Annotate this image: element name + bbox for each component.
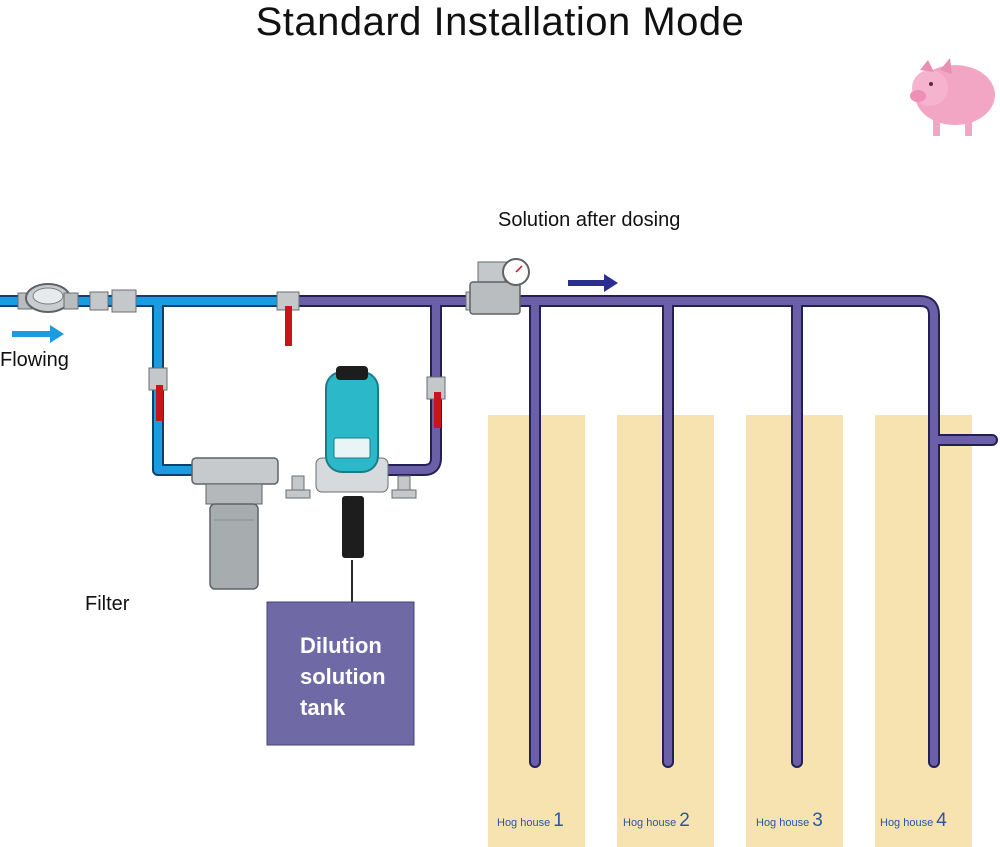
drain-valve-icon (285, 475, 417, 499)
dilution-tank (266, 601, 415, 746)
filter-label: Filter (85, 593, 130, 615)
valve-icon (426, 376, 446, 428)
dosing-pump-icon (315, 366, 389, 602)
outlet-flow-arrow-icon (568, 274, 618, 292)
solution-after-dosing-label: Solution after dosing (498, 209, 681, 231)
flowing-label: Flowing (0, 349, 69, 371)
tank-label-line-1: Dilution (300, 633, 382, 658)
hog-house-2-number: 2 (679, 810, 690, 831)
hog-house-3-number: 3 (812, 810, 823, 831)
filter-icon (191, 457, 279, 590)
tank-label-line-3: tank (300, 695, 346, 720)
hog-house-1-text: Hog house (497, 817, 551, 829)
dosed-pipe (294, 295, 998, 768)
valve-icon (276, 291, 300, 346)
hog-house-1-number: 1 (553, 810, 564, 831)
hog-house-4-number: 4 (936, 810, 947, 831)
tank-label-line-2: solution (300, 664, 386, 689)
diagram-title: Standard Installation Mode (255, 0, 745, 44)
hog-house-4-text: Hog house (880, 817, 934, 829)
pig-icon (910, 58, 995, 136)
tank-label: Dilution solution tank (300, 630, 386, 723)
hog-house-3-text: Hog house (756, 817, 810, 829)
hog-house-4-area (875, 415, 972, 847)
water-meter-icon (17, 283, 79, 313)
hog-house-2-text: Hog house (623, 817, 677, 829)
inlet-flow-arrow-icon (12, 325, 64, 343)
pressure-regulator-icon (469, 258, 530, 315)
valve-icon (148, 367, 168, 421)
